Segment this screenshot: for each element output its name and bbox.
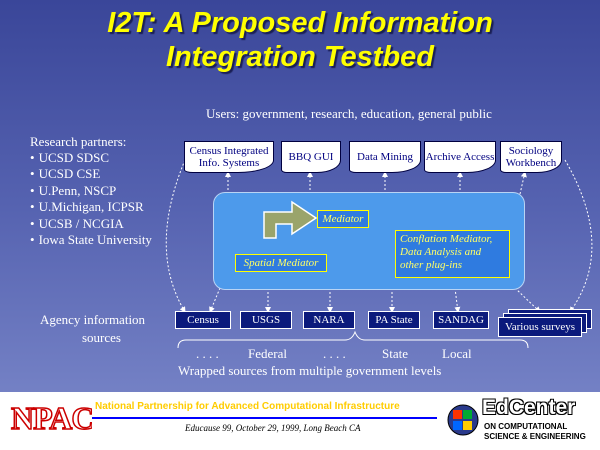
edcenter-logo: EdCenter ON COMPUTATIONAL SCIENCE & ENGI… — [446, 396, 596, 446]
edcenter-globe-icon — [447, 404, 479, 436]
partner-item: U.Penn, NSCP — [30, 183, 200, 199]
users-label: Users: government, research, education, … — [206, 106, 492, 121]
levels-dots-2: . . . . — [323, 346, 346, 361]
event-caption: Educause 99, October 29, 1999, Long Beac… — [185, 423, 361, 433]
agency-label-line-2: sources — [82, 330, 121, 345]
partner-item: UCSB / NCGIA — [30, 216, 200, 232]
various-surveys-box: Various surveys — [498, 317, 582, 337]
partner-item: Iowa State University — [30, 232, 200, 248]
research-partners-list: UCSD SDSC UCSD CSE U.Penn, NSCP U.Michig… — [30, 150, 200, 248]
level-local: Local — [442, 346, 472, 361]
source-nara: NARA — [303, 311, 355, 329]
conflation-mediator-box: Conflation Mediator, Data Analysis and o… — [395, 230, 510, 278]
levels-dots-1: . . . . — [196, 346, 219, 361]
edcenter-title: EdCenter — [482, 396, 576, 419]
app-census-integrated: Census Integrated Info. Systems — [184, 141, 274, 173]
edcenter-line-2: SCIENCE & ENGINEERING — [484, 432, 586, 441]
spatial-mediator-box: Spatial Mediator — [235, 254, 327, 272]
wrapped-sources-label: Wrapped sources from multiple government… — [178, 363, 442, 378]
footer-band — [0, 392, 600, 450]
app-bbq-gui: BBQ GUI — [281, 141, 341, 173]
npaci-logo-icon: NPACI — [8, 396, 107, 438]
source-sandag: SANDAG — [433, 311, 489, 329]
app-sociology-workbench: Sociology Workbench — [500, 141, 562, 173]
agency-label-line-1: Agency information — [40, 312, 146, 327]
partner-item: UCSD CSE — [30, 166, 200, 182]
title-line-2: Integration Testbed — [166, 41, 434, 73]
npaci-logo: NPACI — [8, 396, 107, 438]
npaci-name: National Partnership for Advanced Comput… — [95, 401, 400, 412]
footer-divider — [92, 417, 437, 419]
level-state: State — [382, 346, 408, 361]
research-partners: Research partners: UCSD SDSC UCSD CSE U.… — [30, 134, 200, 248]
source-census: Census — [175, 311, 231, 329]
source-usgs: USGS — [240, 311, 292, 329]
partner-item: UCSD SDSC — [30, 150, 200, 166]
research-partners-heading: Research partners: — [30, 134, 127, 149]
app-archive-access: Archive Access — [424, 141, 496, 173]
svg-text:NPACI: NPACI — [11, 400, 92, 436]
mediator-box: Mediator — [317, 210, 369, 228]
app-data-mining: Data Mining — [349, 141, 421, 173]
partner-item: U.Michigan, ICPSR — [30, 199, 200, 215]
level-federal: Federal — [248, 346, 287, 361]
edcenter-line-1: ON COMPUTATIONAL — [484, 422, 568, 431]
source-pa-state: PA State — [368, 311, 420, 329]
title-line-1: I2T: A Proposed Information — [107, 7, 493, 39]
mediator-arrow-icon — [263, 200, 318, 239]
